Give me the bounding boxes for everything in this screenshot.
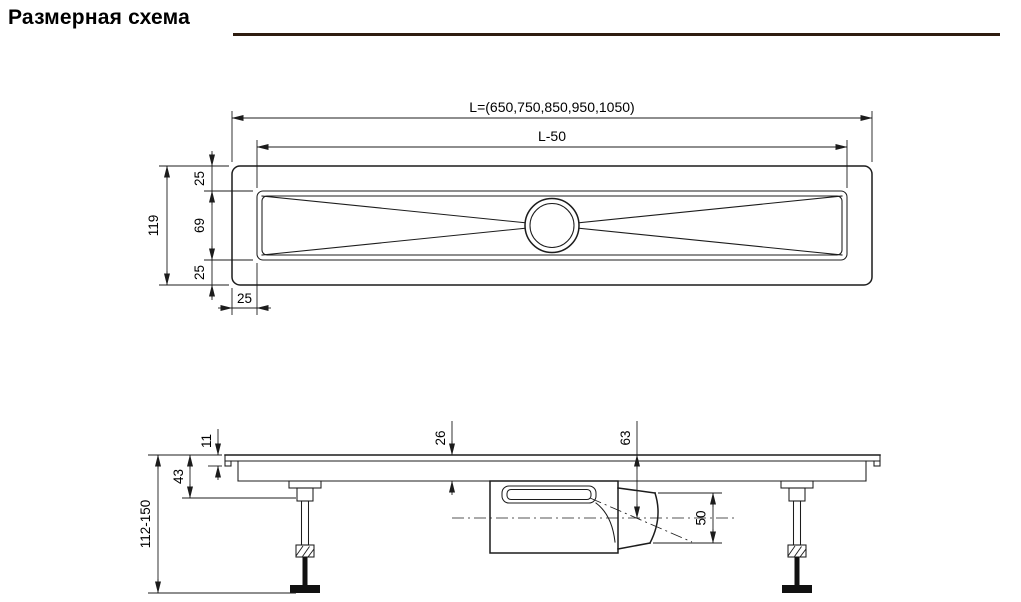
dim-edge-left: 25 [218,263,271,315]
dim-outlet-axis-depth: 63 [618,421,640,519]
section-view: 11 43 112-150 26 [138,421,881,594]
dim-edge-left-label: 25 [237,291,252,306]
dim-width-chain: 25 69 25 [192,151,253,300]
dim-body-height: 43 [171,454,296,499]
dim-total-length-label: L=(650,750,850,950,1050) [469,99,634,115]
grate-outer-edge [256,190,848,261]
dim-outlet-axis-depth-label: 63 [618,430,633,445]
plan-body [231,165,873,286]
page-title: Размерная схема [8,6,190,29]
dim-total-width-label: 119 [146,215,161,237]
dim-channel-depth: 26 [433,421,455,495]
title-rule [233,33,1000,36]
drain-frame [231,165,873,286]
dim-lip-height-label: 11 [199,434,214,448]
dim-grate-length-label: L-50 [538,128,566,144]
dim-edge-bottom-label: 25 [192,265,207,280]
siphon-box [489,480,619,554]
drain-outlet-circle-outer [524,197,580,254]
dim-outlet-diameter-label: 50 [694,510,709,525]
dim-grate-length: L-50 [256,128,848,188]
dim-install-height-label: 112-150 [138,500,153,549]
dim-total-length: L=(650,750,850,950,1050) [231,99,873,162]
dim-total-width: 119 [146,165,229,286]
siphon-insert [501,485,597,504]
plan-view: L=(650,750,850,950,1050) L-50 119 [146,99,873,315]
drain-outlet-circle-inner [529,202,575,249]
dim-body-height-label: 43 [171,469,186,484]
outlet-axis-line [589,497,693,543]
grate-inner-edge [261,195,843,256]
dim-edge-top-label: 25 [192,171,207,186]
channel-profile [224,454,881,482]
dim-grate-width-label: 69 [192,218,207,233]
leg-right [780,480,814,594]
dim-outlet-diameter: 50 [653,492,722,544]
dim-install-height: 112-150 [138,454,296,594]
dim-channel-depth-label: 26 [433,430,448,445]
